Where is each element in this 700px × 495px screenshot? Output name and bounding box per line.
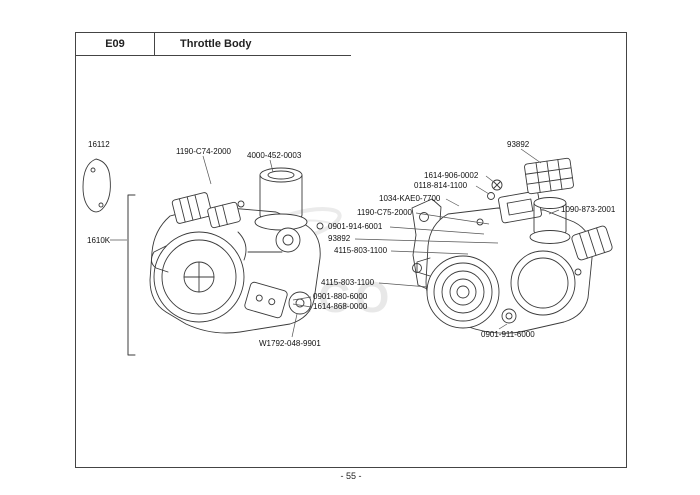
- tps-connector: [171, 192, 213, 224]
- part-label-1090-873-2001: 1090-873-2001: [561, 205, 616, 214]
- group-bracket-1610k: [127, 194, 136, 356]
- part-label-4115-803-1100-a: 4115-803-1100: [334, 246, 388, 255]
- part-label-0118-814-1100: 0118-814-1100: [414, 181, 468, 190]
- part-label-1614-906-0002: 1614-906-0002: [424, 171, 479, 180]
- part-label-93892-mid: 93892: [328, 234, 351, 243]
- page-title-cell: Throttle Body: [155, 32, 351, 56]
- part-label-0901-914-6001: 0901-914-6001: [328, 222, 383, 231]
- part-label-1610k: 1610K: [87, 236, 111, 245]
- lower-connector: [244, 281, 288, 319]
- page-number: - 55 -: [340, 471, 362, 481]
- part-label-1190-c75-2000: 1190-C75-2000: [357, 208, 413, 217]
- right-throttle-body: [416, 157, 613, 334]
- part-label-1614-868-0000: 1614-868-0000: [313, 302, 368, 311]
- part-label-1034-kae0-7700: 1034-KAE0-7700: [379, 194, 441, 203]
- leader-lines: [110, 148, 560, 338]
- diagram-frame: [75, 32, 627, 468]
- page-title: Throttle Body: [180, 37, 252, 50]
- section-code: E09: [105, 38, 125, 50]
- canister-4000-452-0003: [254, 167, 308, 231]
- section-code-box: E09: [75, 32, 155, 56]
- gasket-16112: [82, 158, 111, 213]
- left-throttle-body: [149, 167, 324, 334]
- part-label-0901-911-6000: 0901-911-6000: [481, 330, 535, 339]
- part-label-93892-top: 93892: [507, 140, 530, 149]
- connector-93892: [524, 157, 574, 195]
- right-connector: [571, 225, 613, 261]
- part-label-16112: 16112: [88, 140, 110, 149]
- part-label-1190-c74-2000: 1190-C74-2000: [176, 147, 232, 156]
- part-label-w1792-048-9901: W1792-048-9901: [259, 339, 321, 348]
- part-label-0901-880-6000: 0901-880-6000: [313, 292, 368, 301]
- part-label-4115-803-1100-b: 4115-803-1100: [321, 278, 375, 287]
- canister-1090-873-2001: [529, 197, 571, 244]
- part-label-4000-452-0003: 4000-452-0003: [247, 151, 302, 160]
